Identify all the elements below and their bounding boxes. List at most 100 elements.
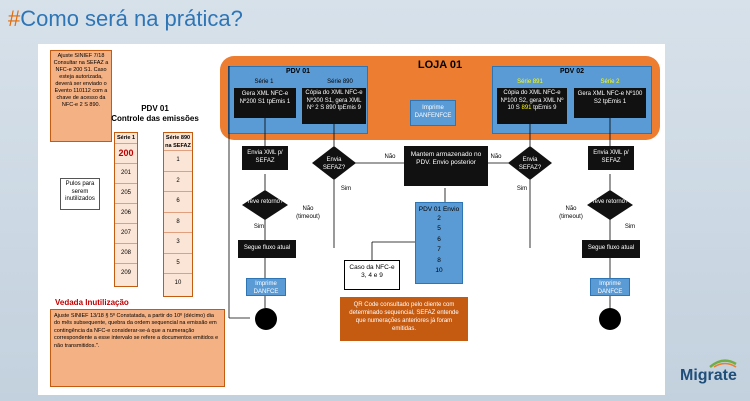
imprime-danfce-left-text: Imprime DANFCE xyxy=(253,281,279,295)
pdv02-gera-text: Gera XML NFC-e Nº100 S2 tpEmis 1 xyxy=(577,91,643,105)
nao-label-1: Não xyxy=(384,154,396,160)
serie890-item: 6 xyxy=(164,191,192,212)
end-node-right xyxy=(599,308,621,330)
imprime-danfenfce-text: Imprime DANFENFCE xyxy=(414,105,452,119)
pdv01-copia-text: Cópia do XML NFC-e Nº200 S1, gera XML Nº… xyxy=(305,90,363,111)
teve-retorno-left-diamond xyxy=(242,190,288,220)
pulos-note-text: Pulos para serem inutilizados xyxy=(65,181,95,202)
title-hash: # xyxy=(8,6,21,31)
envio-item: 5 xyxy=(437,225,441,232)
end-node-left xyxy=(255,308,277,330)
envia-xml-right-text: Envia XML p/ SEFAZ xyxy=(593,150,629,164)
pdv02-copia-box: Cópia do XML NFC-e Nº100 S2, gera XML Nº… xyxy=(497,88,567,124)
serie1-item: 205 xyxy=(115,182,137,203)
pdv02-copia-highlight: 891 xyxy=(521,105,532,111)
serie1-item: 209 xyxy=(115,262,137,283)
pdv01-controle-title: PDV 01 Controle das emissões xyxy=(100,104,210,124)
serie890-item: 8 xyxy=(164,211,192,233)
envia-sefaz-left-text: Envia SEFAZ? xyxy=(322,157,346,171)
sim-label-4: Sim xyxy=(624,224,636,230)
vedada-title: Vedada Inutilização xyxy=(55,298,129,307)
envio-item: 8 xyxy=(437,256,441,264)
serie1-item: 208 xyxy=(115,242,137,263)
mantem-box: Mantem armazenado no PDV. Envio posterio… xyxy=(404,146,488,186)
nao-timeout-right: Não (timeout) xyxy=(559,206,583,220)
sim-label-1: Sim xyxy=(340,186,352,192)
serie890-header: Série 890 na SEFAZ xyxy=(165,135,191,149)
pdv02-serie891-label: Série 891 xyxy=(517,79,543,85)
imprime-danfenfce-top: Imprime DANFENFCE xyxy=(410,100,456,126)
pdv01-serie890-label: Série 890 xyxy=(327,79,353,85)
segue-fluxo-right-text: Segue fluxo atual xyxy=(587,245,635,251)
serie890-item: 5 xyxy=(164,252,192,274)
serie890-item: 1 xyxy=(164,150,192,171)
ajuste-note-text: Ajuste SINIEF 7/18 Consultar na SEFAZ a … xyxy=(53,53,109,108)
connector-lines xyxy=(228,66,611,319)
imprime-danfce-right-text: Imprime DANFCE xyxy=(597,281,623,295)
pdv01-label: PDV 01 xyxy=(285,68,311,75)
segue-fluxo-left: Segue fluxo atual xyxy=(238,240,296,258)
vedada-box: Ajuste SINIEF 13/18 § 5º Constatada, a p… xyxy=(50,309,225,387)
controle-title: Controle das emissões xyxy=(111,114,199,123)
mantem-text: Mantem armazenado no PDV. Envio posterio… xyxy=(410,151,482,166)
vedada-text: Ajuste SINIEF 13/18 § 5º Constatada, a p… xyxy=(54,313,219,349)
migrate-logo-swoosh-icon xyxy=(709,359,737,368)
qr-box: QR Code consultado pelo cliente com dete… xyxy=(340,297,468,341)
serie890-item: 10 xyxy=(164,273,192,294)
pdv01-title: PDV 01 xyxy=(141,104,169,113)
envia-xml-left-text: Envia XML p/ SEFAZ xyxy=(247,150,283,164)
teve-retorno-right-text: Teve retorno? xyxy=(591,199,629,205)
loja-title: LOJA 01 xyxy=(417,59,463,71)
ajuste-note-box: Ajuste SINIEF 7/18 Consultar na SEFAZ a … xyxy=(50,50,112,142)
pdv02-serie2-label: Série 2 xyxy=(600,79,620,85)
serie1-item: 207 xyxy=(115,222,137,243)
envio-item: 10 xyxy=(435,267,443,274)
pdv02-gera-box: Gera XML NFC-e Nº100 S2 tpEmis 1 xyxy=(574,88,646,118)
pdv02-copia-post: tpEmis 9 xyxy=(533,105,557,111)
caso-text: Caso da NFC-e 3, 4 e 9 xyxy=(349,264,395,279)
teve-retorno-right-diamond xyxy=(587,190,633,220)
envio-item: 2 xyxy=(437,214,441,222)
pdv01-copia-box: Cópia do XML NFC-e Nº200 S1, gera XML Nº… xyxy=(302,88,366,124)
imprime-danfce-right: Imprime DANFCE xyxy=(590,278,630,296)
envia-sefaz-left-diamond xyxy=(312,146,356,180)
caso-box: Caso da NFC-e 3, 4 e 9 xyxy=(344,260,400,290)
pdv02-label: PDV 02 xyxy=(559,68,585,75)
slide-title: #Como será na prática? xyxy=(8,6,243,32)
serie890-item: 3 xyxy=(164,232,192,253)
envia-xml-right-box: Envia XML p/ SEFAZ xyxy=(588,146,634,170)
pdv02-copia-pre: Cópia do XML NFC-e Nº100 S2, gera XML Nº… xyxy=(500,90,564,111)
migrate-logo-text: Migrate xyxy=(680,367,737,384)
segue-fluxo-right: Segue fluxo atual xyxy=(582,240,640,258)
serie1-item: 200 xyxy=(115,142,137,163)
envio-item: 7 xyxy=(437,246,441,253)
pdv01-gera-box: Gera XML NFC-e Nº200 S1 tpEmis 1 xyxy=(234,88,296,118)
envio-list: 2 5 6 7 8 10 xyxy=(416,214,462,277)
serie1-item: 201 xyxy=(115,162,137,183)
imprime-danfce-left: Imprime DANFCE xyxy=(246,278,286,296)
envio-item: 6 xyxy=(437,235,441,243)
envia-sefaz-right-diamond xyxy=(508,146,552,180)
qr-text: QR Code consultado pelo cliente com dete… xyxy=(349,302,459,332)
envia-xml-left-box: Envia XML p/ SEFAZ xyxy=(242,146,288,170)
migrate-logo: Migrate xyxy=(680,367,737,385)
pulos-note: Pulos para serem inutilizados xyxy=(60,178,100,210)
segue-fluxo-left-text: Segue fluxo atual xyxy=(243,245,291,251)
serie1-header: Série 1 xyxy=(116,135,136,141)
serie1-item: 206 xyxy=(115,202,137,223)
title-text: Como será na prática? xyxy=(20,6,243,31)
pdv01-gera-text: Gera XML NFC-e Nº200 S1 tpEmis 1 xyxy=(239,91,291,105)
nao-timeout-left: Não (timeout) xyxy=(296,206,320,220)
nao-label-2: Não xyxy=(490,154,502,160)
sim-label-2: Sim xyxy=(516,186,528,192)
teve-retorno-left-text: Teve retorno? xyxy=(246,199,284,205)
envia-sefaz-right-text: Envia SEFAZ? xyxy=(518,157,542,171)
serie890-item: 2 xyxy=(164,170,192,192)
pdv01-serie1-label: Série 1 xyxy=(254,79,274,85)
